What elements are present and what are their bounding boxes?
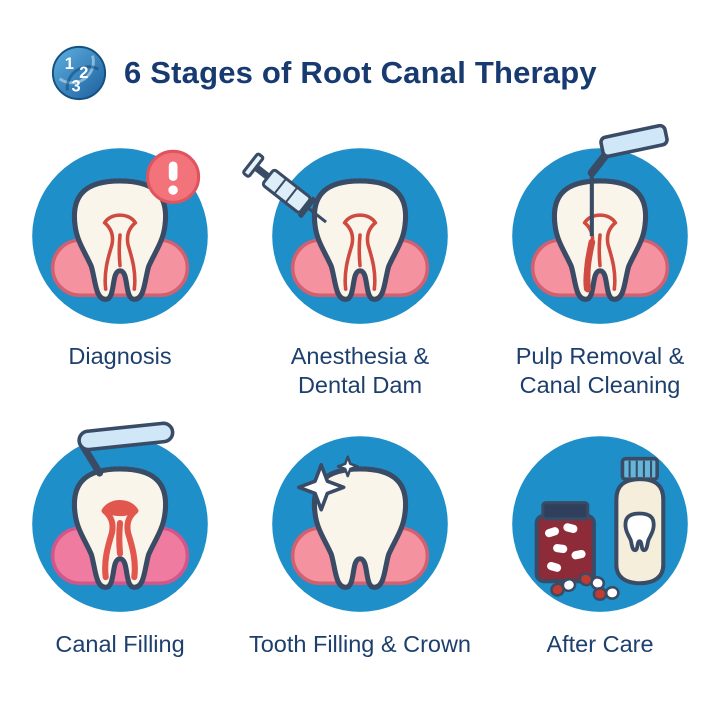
stage-after-care: After Care — [480, 424, 720, 659]
canal-filling-illustration — [22, 421, 218, 620]
stage-label: Anesthesia & Dental Dam — [290, 343, 430, 398]
capsule-icon — [550, 577, 577, 597]
capsule-icon — [592, 585, 620, 601]
endo-file-icon — [587, 123, 669, 237]
logo-number-1: 1 — [65, 55, 74, 73]
logo-number-2: 2 — [79, 64, 88, 82]
mouthwash-bottle-icon — [614, 456, 666, 586]
page-title: 6 Stages of Root Canal Therapy — [124, 55, 597, 90]
stages-grid: Diagnosis — [0, 123, 720, 659]
stage-anesthesia: Anesthesia & Dental Dam — [240, 136, 480, 414]
inflamed-canal — [583, 238, 596, 293]
after-care-illustration — [502, 424, 698, 620]
stage-label: After Care — [546, 631, 654, 657]
header: 1 2 3 6 Stages of Root Canal Therapy — [0, 0, 720, 102]
pills-in-jar — [545, 523, 586, 572]
pill-bottle-icon — [534, 501, 596, 584]
stage-pulp-removal: Pulp Removal & Canal Cleaning — [480, 123, 720, 414]
logo-number-3: 3 — [72, 77, 81, 95]
stage-canal-filling: Canal Filling — [0, 421, 240, 659]
stage-tooth-filling-crown: Tooth Filling & Crown — [240, 424, 480, 659]
alert-badge-icon — [146, 149, 201, 204]
crown-illustration — [262, 424, 458, 620]
stage-label: Pulp Removal & Canal Cleaning — [515, 343, 685, 398]
sparkle-icon — [296, 455, 359, 512]
filling-tool-icon — [77, 421, 175, 477]
stage-diagnosis: Diagnosis — [0, 136, 240, 414]
stage-label: Diagnosis — [68, 343, 172, 369]
diagnosis-illustration — [22, 136, 218, 332]
anesthesia-illustration — [242, 136, 458, 332]
pulp-removal-illustration — [502, 123, 698, 332]
stage-label: Canal Filling — [55, 631, 185, 657]
logo-123-icon: 1 2 3 — [51, 45, 107, 101]
stage-label: Tooth Filling & Crown — [248, 631, 472, 657]
syringe-icon — [242, 152, 327, 224]
